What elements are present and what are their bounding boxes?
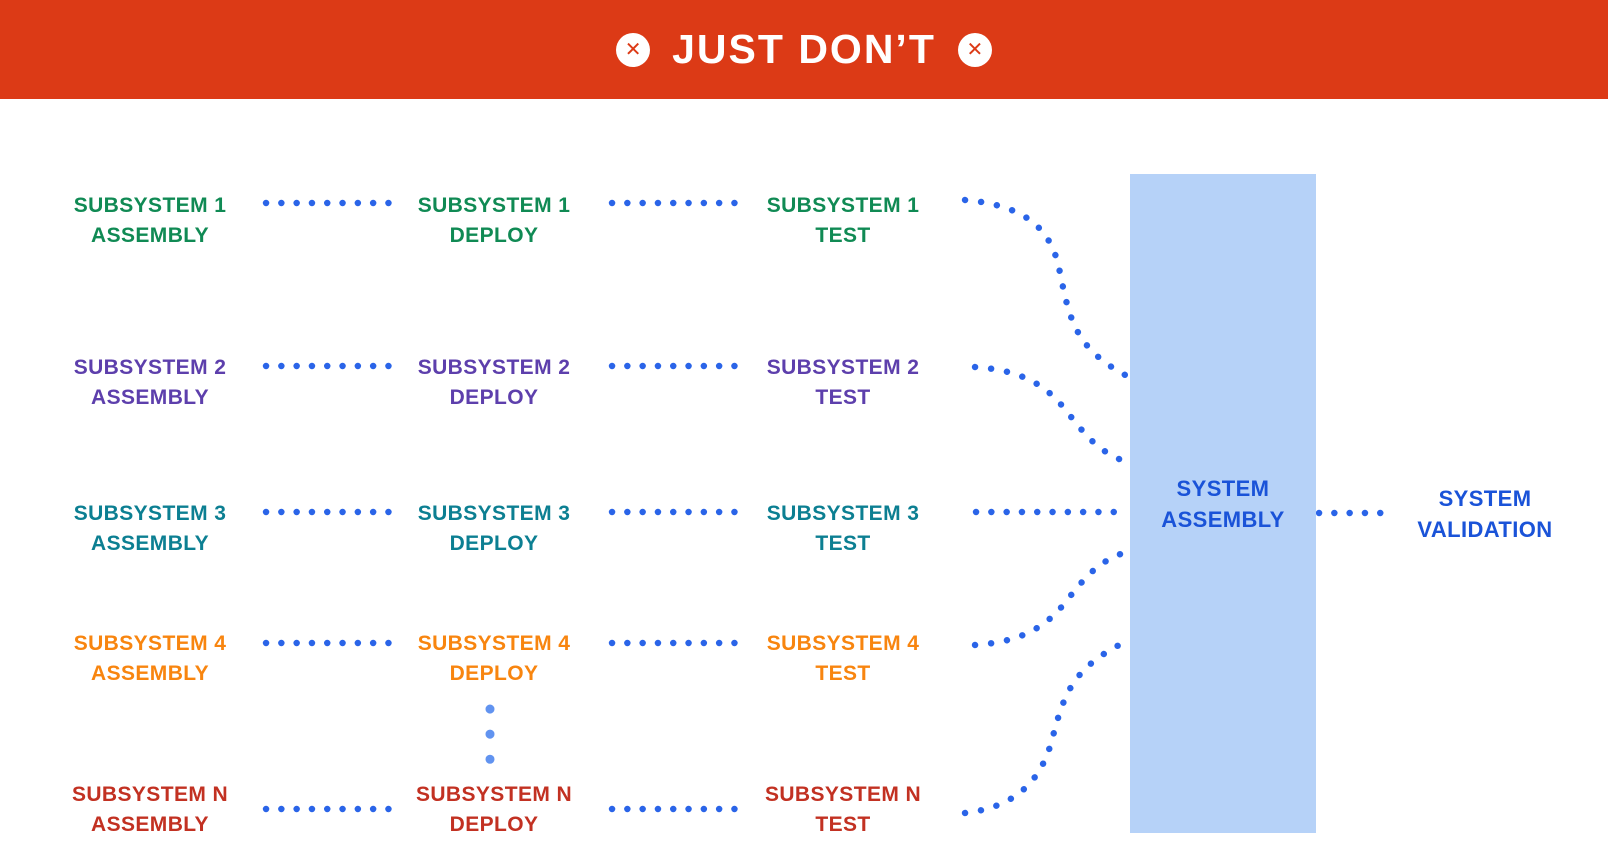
stage-label: ASSEMBLY bbox=[91, 662, 209, 685]
system-assembly-box: SYSTEM ASSEMBLY bbox=[1130, 174, 1316, 833]
system-assembly-line2: ASSEMBLY bbox=[1161, 506, 1285, 532]
stage-subsystem4-test: SUBSYSTEM 4 TEST bbox=[767, 629, 920, 689]
circled-x-icon: ✕ bbox=[616, 32, 651, 67]
stage-subsystem2-assembly: SUBSYSTEM 2 ASSEMBLY bbox=[74, 353, 227, 413]
stage-label: TEST bbox=[815, 224, 871, 247]
stage-label: TEST bbox=[815, 662, 871, 685]
stage-label: DEPLOY bbox=[449, 386, 539, 409]
stage-subsystem3-test: SUBSYSTEM 3 TEST bbox=[767, 499, 920, 559]
stage-title: SUBSYSTEM 4 bbox=[73, 632, 227, 655]
stage-label: TEST bbox=[815, 386, 871, 409]
stage-label: ASSEMBLY bbox=[91, 532, 209, 555]
stage-subsystem3-assembly: SUBSYSTEM 3 ASSEMBLY bbox=[74, 499, 227, 559]
stage-subsystemN-assembly: SUBSYSTEM N ASSEMBLY bbox=[72, 780, 228, 840]
banner-title: JUST DON’T bbox=[672, 26, 936, 72]
stage-label: DEPLOY bbox=[449, 813, 539, 836]
circled-x-icon: ✕ bbox=[957, 32, 992, 67]
system-validation-label: SYSTEM VALIDATION bbox=[1417, 483, 1552, 545]
stage-title: SUBSYSTEM 3 bbox=[417, 502, 571, 525]
stage-title: SUBSYSTEM 4 bbox=[766, 632, 920, 655]
dotted-curve-rowN-to-assembly bbox=[961, 636, 1133, 817]
stage-title: SUBSYSTEM N bbox=[415, 783, 573, 806]
stage-label: ASSEMBLY bbox=[91, 813, 209, 836]
stage-title: SUBSYSTEM N bbox=[764, 783, 922, 806]
stage-subsystem3-deploy: SUBSYSTEM 3 DEPLOY bbox=[418, 499, 571, 559]
stage-title: SUBSYSTEM 2 bbox=[417, 356, 571, 379]
stage-label: DEPLOY bbox=[449, 224, 539, 247]
stage-label: DEPLOY bbox=[449, 532, 539, 555]
stage-subsystemN-test: SUBSYSTEM N TEST bbox=[765, 780, 921, 840]
stage-title: SUBSYSTEM 1 bbox=[73, 194, 227, 217]
stage-title: SUBSYSTEM 4 bbox=[417, 632, 571, 655]
stage-subsystem1-test: SUBSYSTEM 1 TEST bbox=[767, 191, 920, 251]
stage-subsystem4-assembly: SUBSYSTEM 4 ASSEMBLY bbox=[74, 629, 227, 689]
stage-label: ASSEMBLY bbox=[91, 224, 209, 247]
stage-title: SUBSYSTEM 3 bbox=[766, 502, 920, 525]
stage-title: SUBSYSTEM 1 bbox=[417, 194, 571, 217]
system-assembly-label: SYSTEM ASSEMBLY bbox=[1161, 473, 1284, 535]
stage-title: SUBSYSTEM 3 bbox=[73, 502, 227, 525]
stage-title: SUBSYSTEM N bbox=[71, 783, 229, 806]
stage-subsystem4-deploy: SUBSYSTEM 4 DEPLOY bbox=[418, 629, 571, 689]
stage-title: SUBSYSTEM 2 bbox=[766, 356, 920, 379]
system-validation-line2: VALIDATION bbox=[1417, 517, 1553, 542]
system-validation-line1: SYSTEM bbox=[1438, 486, 1532, 511]
stage-subsystem1-deploy: SUBSYSTEM 1 DEPLOY bbox=[418, 191, 571, 251]
stage-title: SUBSYSTEM 1 bbox=[766, 194, 920, 217]
stage-label: ASSEMBLY bbox=[91, 386, 209, 409]
stage-subsystem2-test: SUBSYSTEM 2 TEST bbox=[767, 353, 920, 413]
dotted-curve-row1-to-assembly bbox=[961, 196, 1133, 381]
stage-subsystemN-deploy: SUBSYSTEM N DEPLOY bbox=[416, 780, 572, 840]
stage-subsystem2-deploy: SUBSYSTEM 2 DEPLOY bbox=[418, 353, 571, 413]
stage-label: DEPLOY bbox=[449, 662, 539, 685]
stage-label: TEST bbox=[815, 532, 871, 555]
stage-subsystem1-assembly: SUBSYSTEM 1 ASSEMBLY bbox=[74, 191, 227, 251]
dotted-curve-row2-to-assembly bbox=[971, 363, 1133, 467]
stage-label: TEST bbox=[815, 813, 871, 836]
system-assembly-line1: SYSTEM bbox=[1176, 475, 1270, 501]
stage-title: SUBSYSTEM 2 bbox=[73, 356, 227, 379]
dotted-curve-row4-to-assembly bbox=[971, 547, 1133, 649]
warning-banner: ✕ JUST DON’T ✕ bbox=[0, 0, 1608, 99]
